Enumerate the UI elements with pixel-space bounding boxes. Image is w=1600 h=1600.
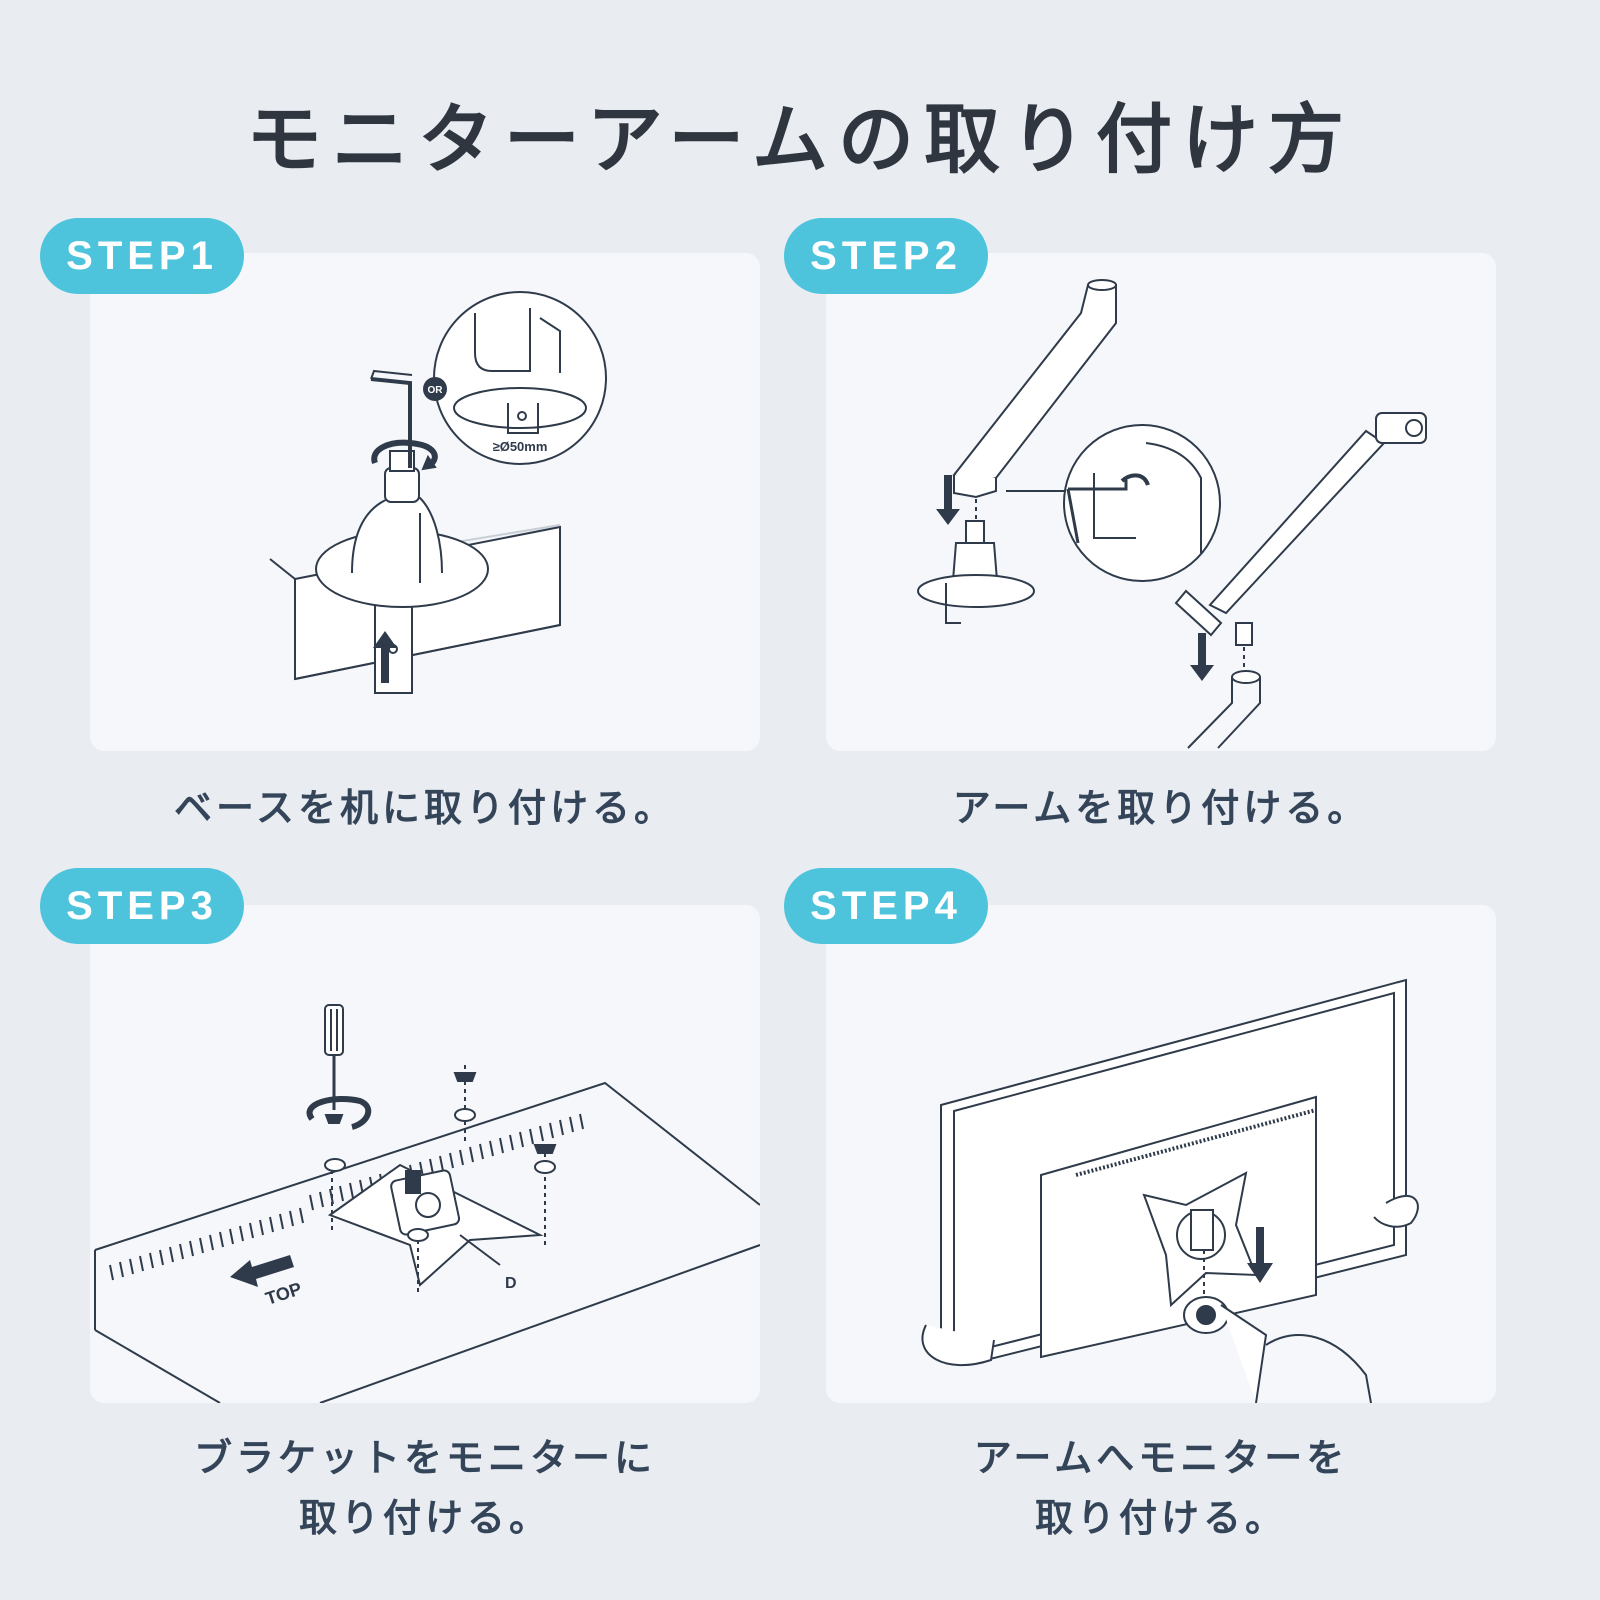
step4-caption: アームへモニターを 取り付ける。: [826, 1428, 1496, 1548]
step2-badge: STEP2: [784, 218, 988, 294]
step1-badge: STEP1: [40, 218, 244, 294]
diameter-label: ≥Ø50mm: [493, 439, 548, 454]
step3-illustration: TOP D: [94, 1004, 760, 1403]
top-label: TOP: [263, 1278, 304, 1308]
step1-caption: ベースを机に取り付ける。: [90, 778, 760, 838]
step4-panel: [826, 905, 1496, 1403]
d-label: D: [505, 1275, 517, 1292]
step4-caption-line2: 取り付ける。: [1034, 1496, 1287, 1540]
step2-panel: [826, 253, 1496, 751]
step2-caption: アームを取り付ける。: [826, 778, 1496, 838]
step2-illustration: [917, 279, 1427, 749]
step2-caption-line: アームを取り付ける。: [952, 786, 1370, 830]
step4-badge: STEP4: [784, 868, 988, 944]
step1-panel: OR ≥Ø50mm: [90, 253, 760, 751]
step3-badge: STEP3: [40, 868, 244, 944]
step4-illustration: [921, 978, 1419, 1403]
step1-caption-line: ベースを机に取り付ける。: [173, 786, 677, 830]
page-title: モニターアームの取り付け方: [245, 95, 1355, 184]
step3-caption-line2: 取り付ける。: [298, 1496, 551, 1540]
step1-illustration: OR ≥Ø50mm: [269, 291, 607, 694]
step4-caption-line1: アームへモニターを: [973, 1436, 1349, 1480]
or-label: OR: [428, 385, 444, 396]
step3-panel: TOP D: [90, 905, 760, 1403]
step3-caption-line1: ブラケットをモニターに: [193, 1436, 656, 1480]
step3-caption: ブラケットをモニターに 取り付ける。: [90, 1428, 760, 1548]
